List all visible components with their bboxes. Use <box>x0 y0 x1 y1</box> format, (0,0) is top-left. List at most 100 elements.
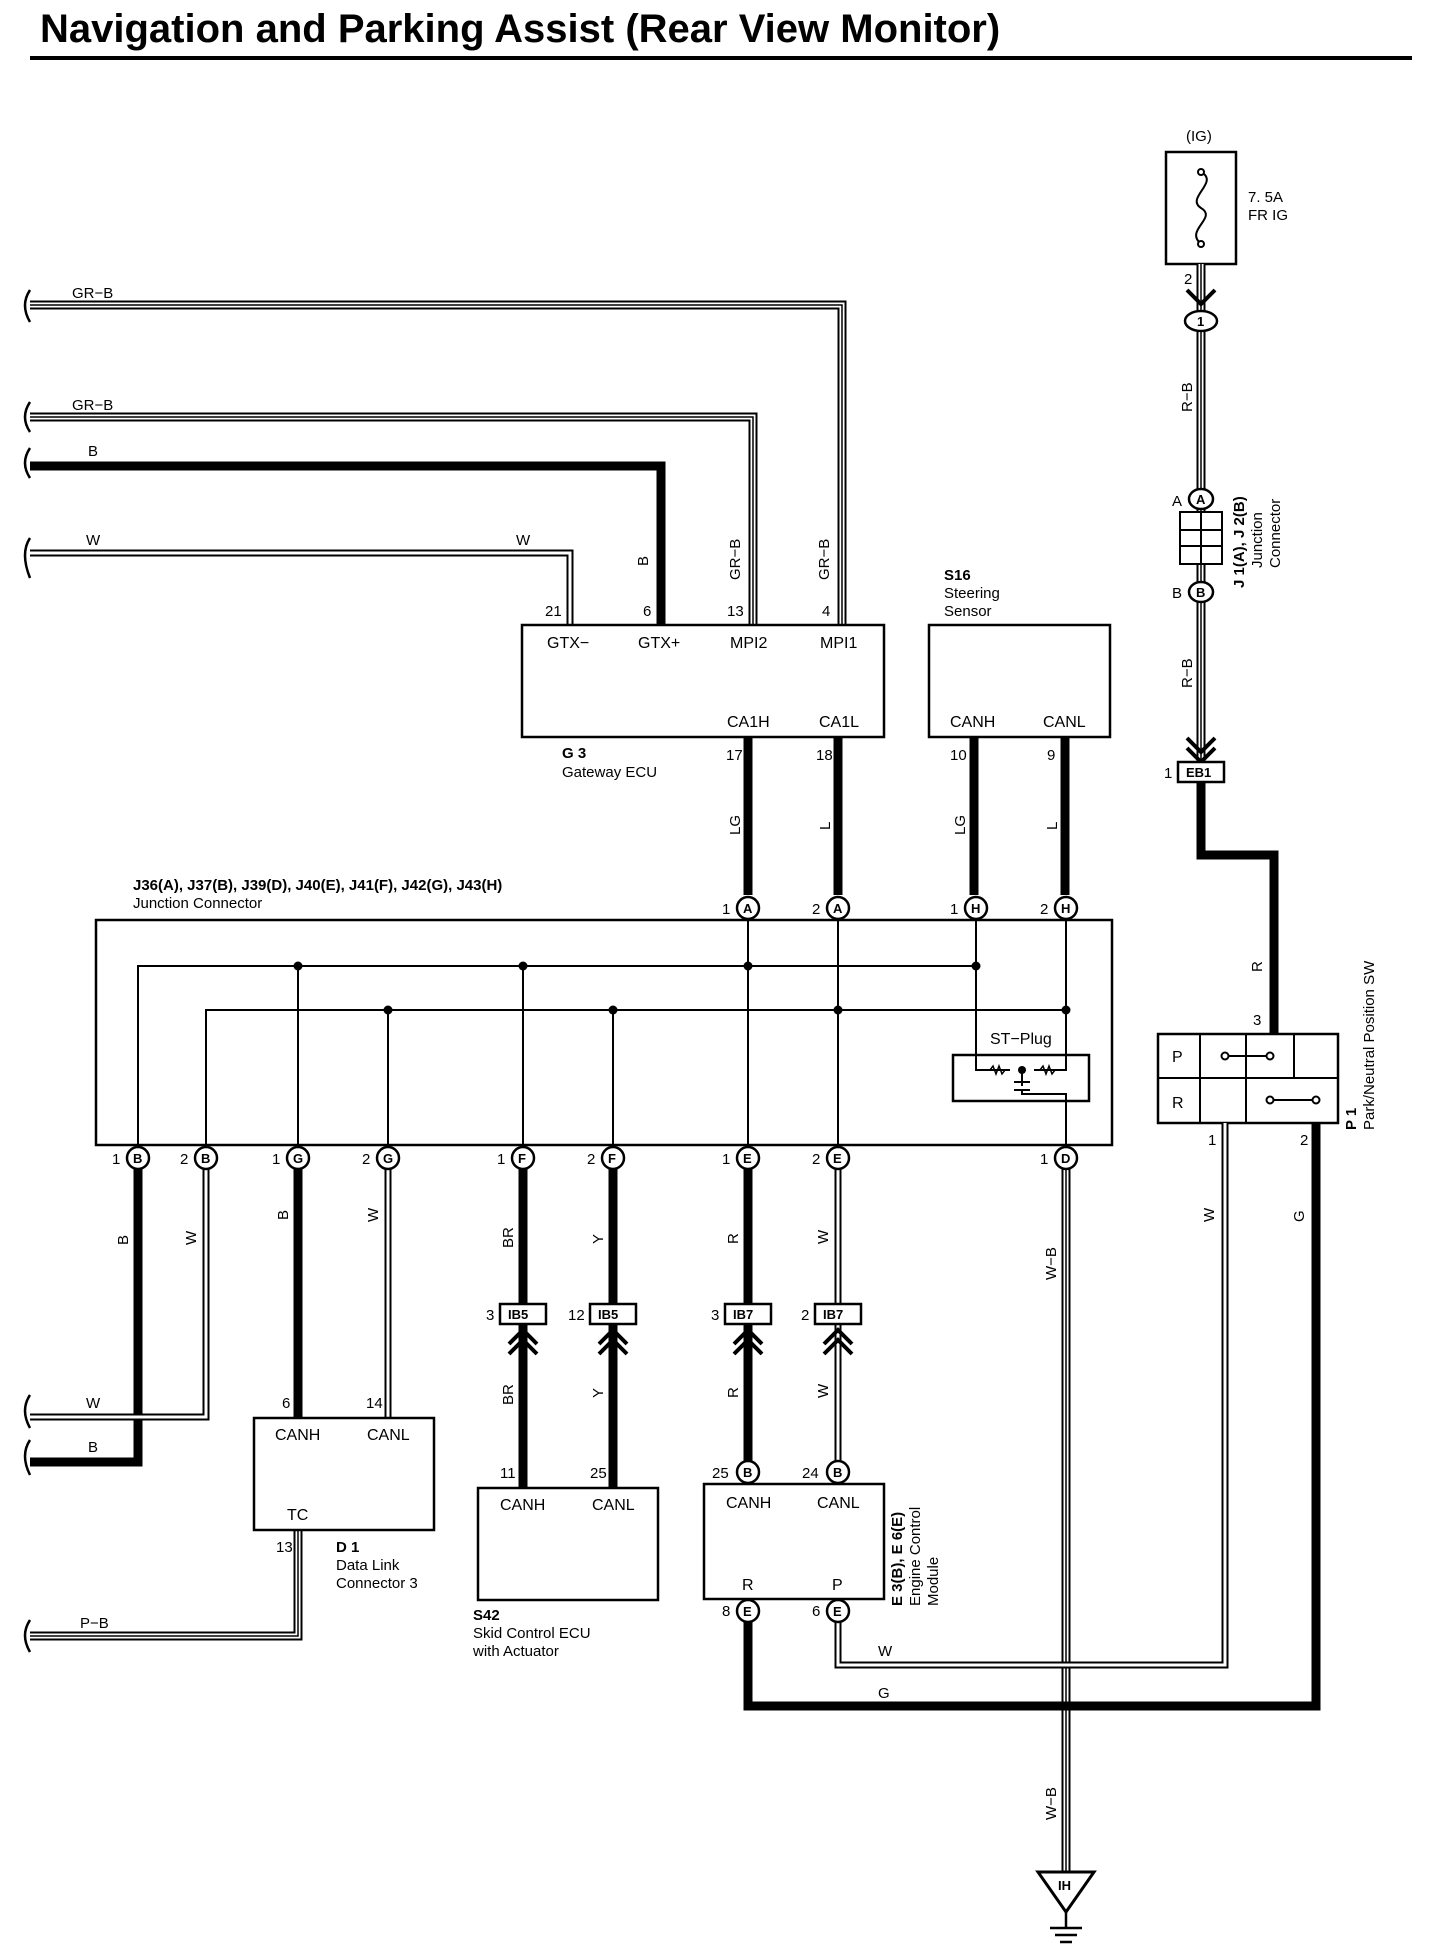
svg-text:4: 4 <box>822 603 830 620</box>
wire-label: W <box>516 532 531 549</box>
svg-text:6: 6 <box>282 1395 290 1412</box>
junction-top-pins: 1 A 2 A 1 H 2 H <box>722 895 1079 921</box>
svg-text:A: A <box>1196 492 1206 507</box>
svg-text:1: 1 <box>1208 1132 1216 1149</box>
wire-pb <box>30 1530 303 1641</box>
wire-label: P−B <box>80 1615 109 1632</box>
wire-b-gtxplus <box>30 461 666 625</box>
svg-text:F: F <box>608 1151 616 1166</box>
svg-text:S42: S42 <box>473 1607 500 1624</box>
st-plug-label: ST−Plug <box>990 1031 1052 1048</box>
junction-connector: J36(A), J37(B), J39(D), J40(E), J41(F), … <box>94 877 1114 1147</box>
wire-b-left <box>30 1158 143 1467</box>
svg-text:2: 2 <box>801 1307 809 1324</box>
svg-text:CANH: CANH <box>726 1495 771 1512</box>
connector-eb1: 1 EB1 <box>1164 760 1226 784</box>
svg-text:E: E <box>743 1604 752 1619</box>
svg-text:6: 6 <box>812 1603 820 1620</box>
svg-text:B: B <box>201 1151 210 1166</box>
svg-text:MPI1: MPI1 <box>820 635 857 652</box>
svg-text:A: A <box>743 901 753 916</box>
svg-text:17: 17 <box>726 747 743 764</box>
wire-label: R <box>725 1387 742 1398</box>
svg-text:J 1(A), J 2(B): J 1(A), J 2(B) <box>1231 496 1248 588</box>
svg-text:IB7: IB7 <box>733 1307 753 1322</box>
svg-text:1: 1 <box>497 1151 505 1168</box>
wire-label: GR−B <box>72 285 113 302</box>
wire-label: R <box>725 1233 742 1244</box>
wire-label: W−B <box>1043 1787 1060 1820</box>
svg-text:with Actuator: with Actuator <box>472 1643 559 1660</box>
svg-text:E: E <box>833 1151 842 1166</box>
wire-label: LG <box>952 815 969 835</box>
wire-label: B <box>635 556 652 566</box>
svg-text:1: 1 <box>722 1151 730 1168</box>
svg-text:CANL: CANL <box>1043 714 1086 731</box>
svg-text:IB5: IB5 <box>508 1307 528 1322</box>
svg-text:13: 13 <box>276 1539 293 1556</box>
svg-text:9: 9 <box>1047 747 1055 764</box>
wire-label: Y <box>590 1388 607 1398</box>
svg-text:18: 18 <box>816 747 833 764</box>
wire-label: W <box>365 1207 382 1222</box>
svg-text:IB7: IB7 <box>823 1307 843 1322</box>
fuse-name: FR IG <box>1248 207 1288 224</box>
wire-grb-mpi2 <box>30 412 758 625</box>
svg-text:B: B <box>133 1151 142 1166</box>
svg-text:3: 3 <box>486 1307 494 1324</box>
gateway-name: Gateway ECU <box>562 764 657 781</box>
svg-text:CA1L: CA1L <box>819 714 859 731</box>
svg-text:8: 8 <box>722 1603 730 1620</box>
wire-label: B <box>275 1210 292 1220</box>
wire-label: W−B <box>1043 1247 1060 1280</box>
wire-w-left <box>30 1158 210 1421</box>
wire-r-pnsw <box>1196 782 1279 1034</box>
svg-text:2: 2 <box>1040 901 1048 918</box>
wire-label: L <box>817 822 834 830</box>
gateway-ecu: GTX− GTX+ MPI2 MPI1 CA1H CA1L 21 6 13 4 … <box>520 603 886 781</box>
svg-text:B: B <box>1172 585 1182 602</box>
skid-control-ecu: 11 25 CANH CANL S42 Skid Control ECU wit… <box>472 1465 660 1660</box>
wire-label: GR−B <box>816 539 833 580</box>
svg-text:(IG): (IG) <box>1186 128 1212 145</box>
svg-text:6: 6 <box>643 603 651 620</box>
svg-text:TC: TC <box>287 1507 308 1524</box>
svg-text:2: 2 <box>812 1151 820 1168</box>
ground-ih: IH <box>1035 1870 1097 1944</box>
wire-w-gtxminus <box>30 549 574 625</box>
connector-chevron <box>1185 736 1217 755</box>
park-neutral-switch: 3 P R P 1 Park/Neutral Position SW 1 2 <box>1156 960 1378 1149</box>
ib-connectors: 3 IB5 12 IB5 3 IB7 2 IB7 <box>486 1302 863 1356</box>
svg-text:A: A <box>833 901 843 916</box>
wire-w-pn <box>834 1123 1229 1669</box>
svg-text:2: 2 <box>587 1151 595 1168</box>
svg-text:Connector: Connector <box>1267 499 1284 568</box>
svg-text:25: 25 <box>712 1465 729 1482</box>
svg-text:2: 2 <box>812 901 820 918</box>
svg-text:2: 2 <box>180 1151 188 1168</box>
svg-text:B: B <box>833 1465 842 1480</box>
svg-text:CANH: CANH <box>500 1497 545 1514</box>
svg-text:Park/Neutral Position SW: Park/Neutral Position SW <box>1361 960 1378 1130</box>
svg-text:GTX+: GTX+ <box>638 635 680 652</box>
svg-text:1: 1 <box>1040 1151 1048 1168</box>
svg-text:3: 3 <box>1253 1012 1261 1029</box>
wire-g-pn <box>743 1123 1321 1711</box>
svg-text:E: E <box>743 1151 752 1166</box>
junction-bottom-pins: 1 B 2 B 1 G 2 G 1 F 2 F 1 E 2 E 1 D <box>112 1145 1079 1171</box>
svg-text:CANL: CANL <box>592 1497 635 1514</box>
wire-label: Y <box>590 1234 607 1244</box>
junction-j1-j2: A A B B J 1(A), J 2(B) Junction Connecto… <box>1172 487 1284 604</box>
svg-text:2: 2 <box>1300 1132 1308 1149</box>
svg-text:Junction: Junction <box>1249 512 1266 568</box>
svg-text:D 1: D 1 <box>336 1539 359 1556</box>
svg-text:B: B <box>1196 585 1205 600</box>
engine-control-module: 25 B 24 B CANH CANL R P 8 E 6 E E 3(B), … <box>702 1459 942 1624</box>
svg-text:Module: Module <box>925 1557 942 1606</box>
svg-text:Data Link: Data Link <box>336 1557 400 1574</box>
svg-text:Connector 3: Connector 3 <box>336 1575 418 1592</box>
svg-text:Sensor: Sensor <box>944 603 992 620</box>
wire-label: W <box>86 1395 101 1412</box>
wire-label: W <box>1201 1207 1218 1222</box>
wire-label: BR <box>500 1227 517 1248</box>
